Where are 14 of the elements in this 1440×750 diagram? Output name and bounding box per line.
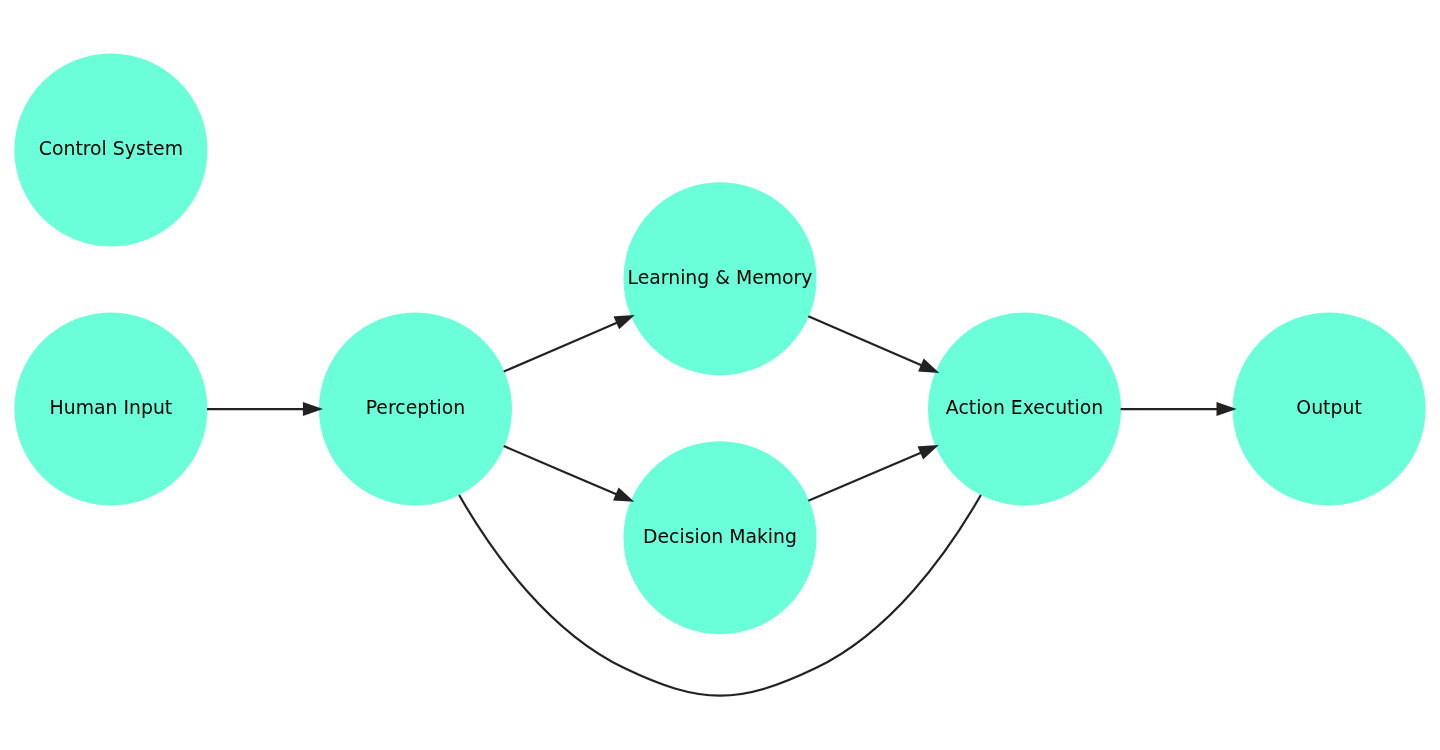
node-circle: Human Input xyxy=(14,312,208,506)
connector xyxy=(458,494,982,697)
arrow xyxy=(207,402,323,417)
arrow xyxy=(503,314,635,373)
arrow xyxy=(807,315,940,373)
arrow xyxy=(1120,402,1237,417)
arrow xyxy=(807,445,939,502)
node-circle: Control System xyxy=(14,53,208,247)
node-circle: Output xyxy=(1232,312,1426,506)
node-circle: Perception xyxy=(318,312,512,506)
node-circle: Decision Making xyxy=(623,441,817,635)
node-circle: Learning & Memory xyxy=(623,182,817,376)
arrow xyxy=(503,445,635,502)
node-circle: Action Execution xyxy=(928,312,1122,506)
